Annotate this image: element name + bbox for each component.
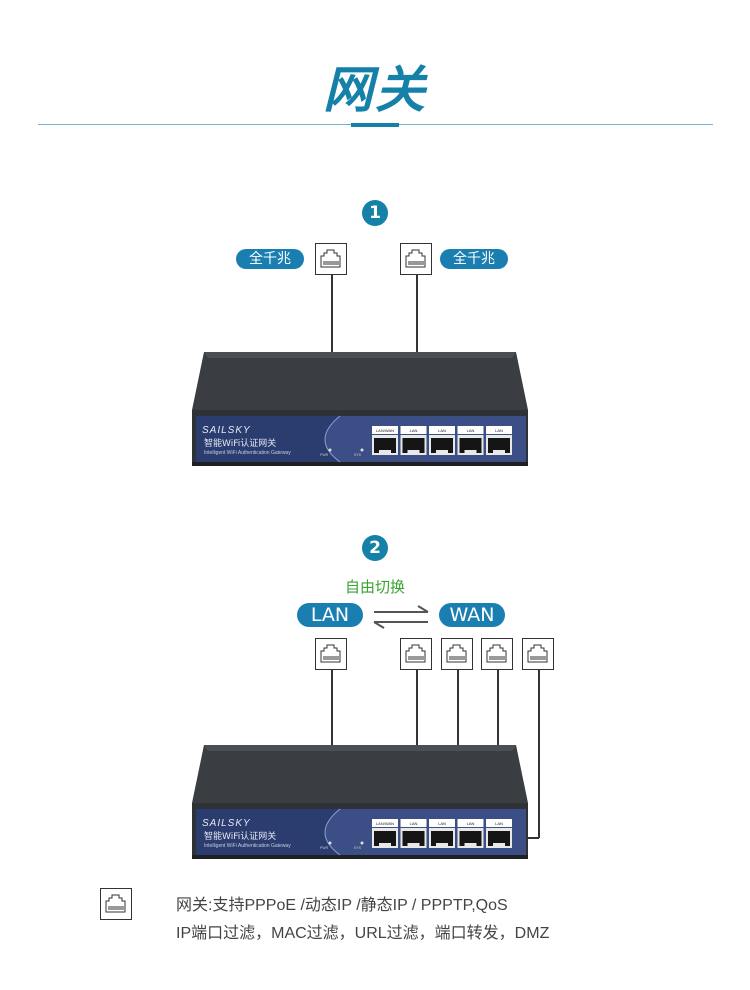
svg-text:PWR: PWR	[320, 846, 329, 850]
svg-text:LAN: LAN	[410, 821, 418, 826]
page-title: 网关	[323, 61, 427, 119]
svg-text:Intelligent WiFi Authenticatio: Intelligent WiFi Authentication Gateway	[204, 843, 291, 849]
ethernet-port-icon	[522, 638, 554, 670]
svg-text:PWR: PWR	[320, 453, 329, 457]
svg-text:LAN: LAN	[467, 821, 475, 826]
svg-text:LAN: LAN	[438, 428, 446, 433]
svg-text:智能WiFi认证网关: 智能WiFi认证网关	[204, 437, 276, 449]
step-1-badge: 1	[362, 200, 388, 226]
cable-line	[497, 670, 499, 805]
switch-label: 自由切换	[344, 578, 405, 596]
ethernet-port-icon	[400, 243, 432, 275]
swap-arrows-icon	[373, 605, 429, 629]
ethernet-port-icon	[315, 243, 347, 275]
svg-text:LAN/WAN: LAN/WAN	[376, 821, 394, 826]
svg-text:SAILSKY: SAILSKY	[202, 818, 251, 829]
cable-line	[538, 670, 540, 838]
svg-text:SYS: SYS	[354, 846, 362, 850]
ethernet-port-icon	[315, 638, 347, 670]
svg-text:LAN: LAN	[495, 821, 503, 826]
ethernet-port-icon	[100, 888, 132, 920]
svg-text:LAN: LAN	[495, 428, 503, 433]
svg-text:LAN: LAN	[410, 428, 418, 433]
ethernet-port-icon	[441, 638, 473, 670]
svg-text:SYS: SYS	[354, 453, 362, 457]
description-line-2: IP端口过滤，MAC过滤，URL过滤，端口转发，DMZ	[176, 925, 550, 942]
lan-badge: LAN	[297, 603, 363, 627]
description-line-1: 网关:支持PPPoE /动态IP /静态IP / PPPTP,QoS	[176, 897, 508, 914]
title-accent-bar	[351, 123, 399, 127]
svg-text:LAN: LAN	[438, 821, 446, 826]
svg-text:Intelligent WiFi Authenticatio: Intelligent WiFi Authentication Gateway	[204, 450, 291, 456]
cable-line	[457, 670, 459, 800]
step-2-badge: 2	[362, 535, 388, 561]
svg-text:智能WiFi认证网关: 智能WiFi认证网关	[204, 830, 276, 842]
wan-badge: WAN	[439, 603, 505, 627]
svg-text:SAILSKY: SAILSKY	[202, 425, 251, 436]
ethernet-port-icon	[400, 638, 432, 670]
ethernet-port-icon	[481, 638, 513, 670]
svg-text:LAN/WAN: LAN/WAN	[376, 428, 394, 433]
gigabit-badge-left: 全千兆	[236, 249, 304, 269]
gigabit-badge-right: 全千兆	[440, 249, 508, 269]
svg-text:LAN: LAN	[467, 428, 475, 433]
